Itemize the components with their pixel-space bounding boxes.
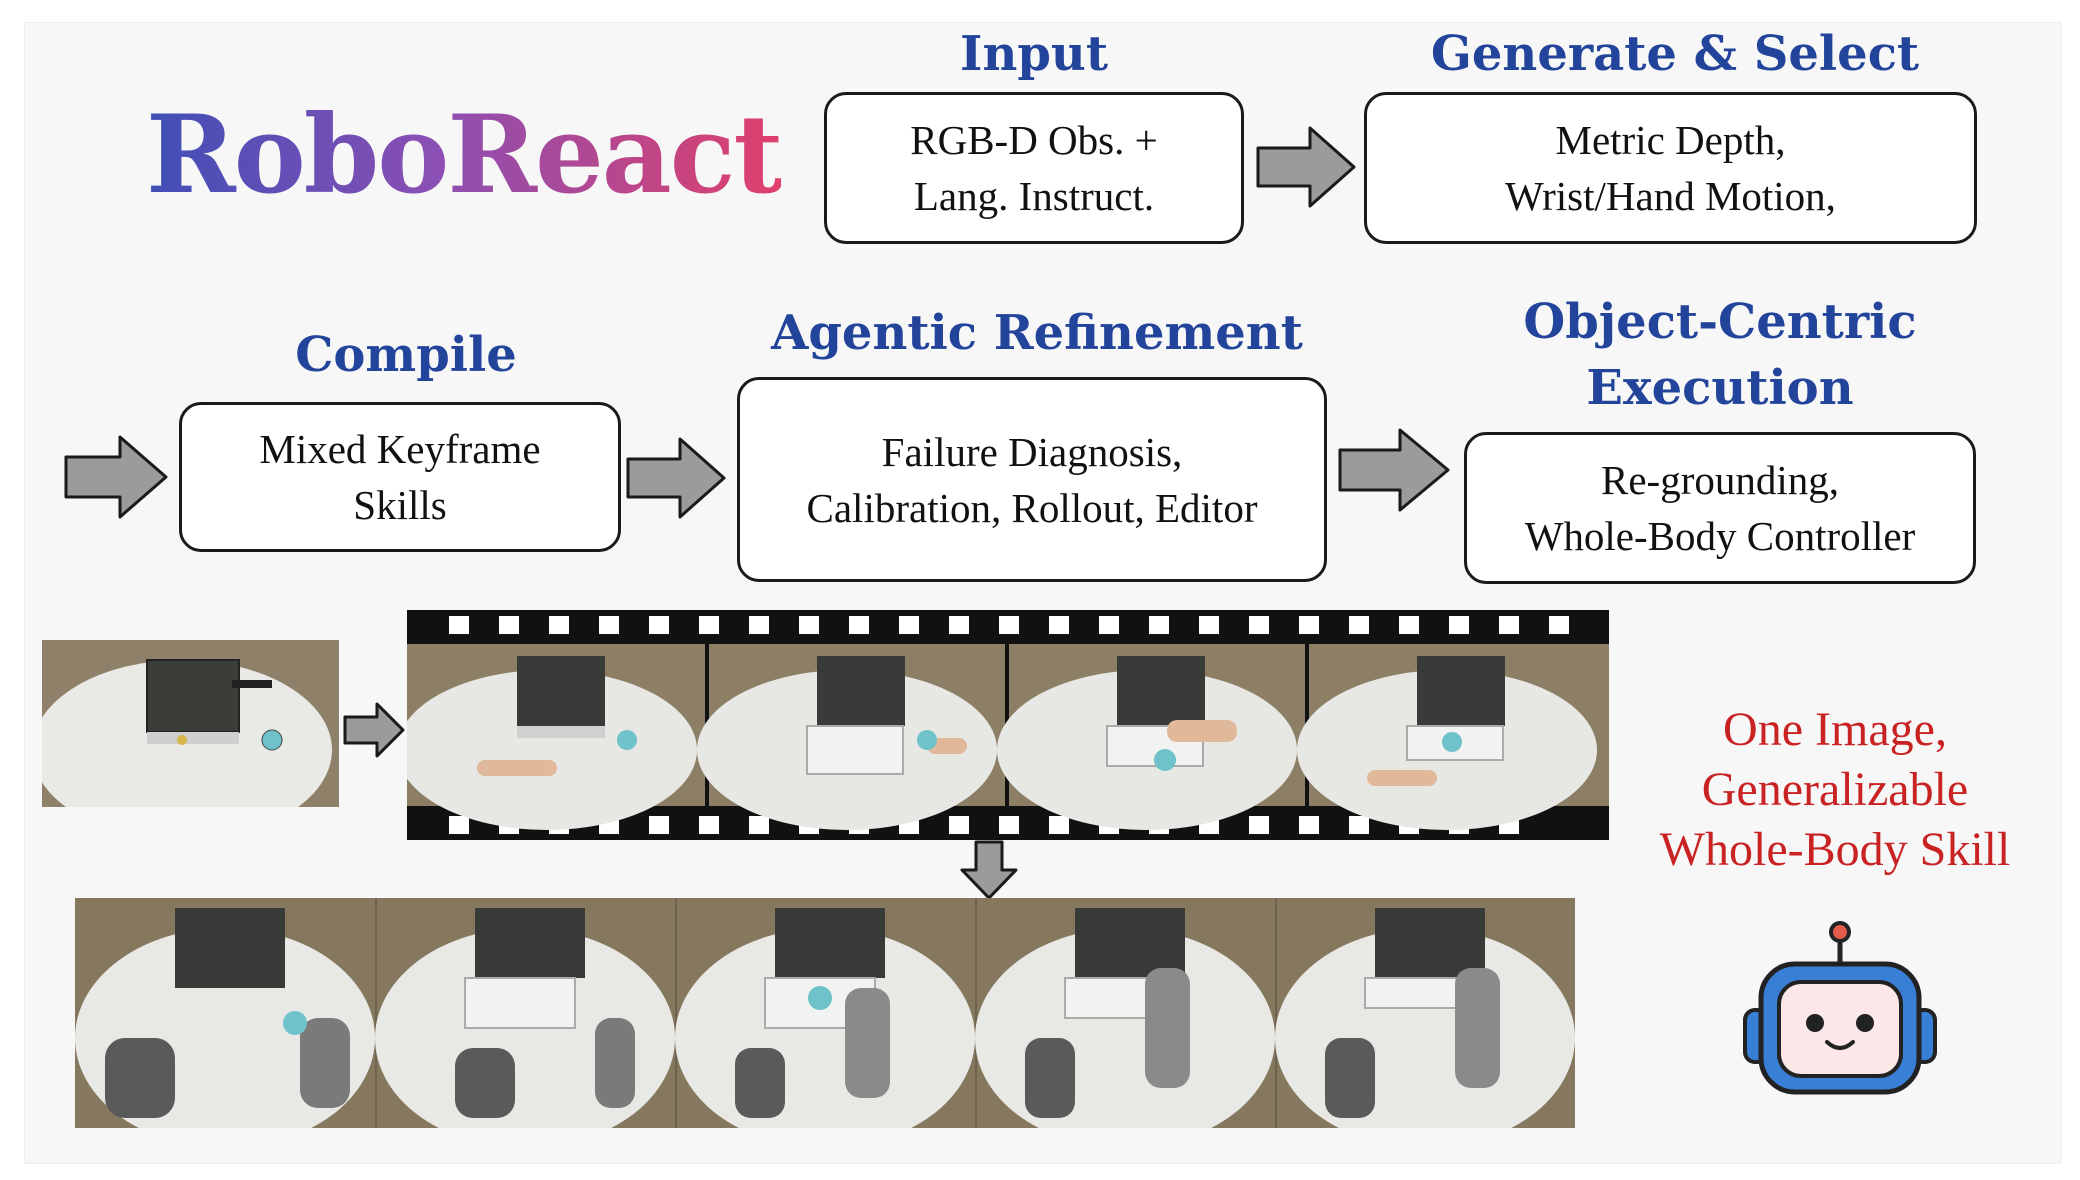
box-input-line1: RGB-D Obs. +: [910, 117, 1158, 163]
box-generate-line1: Metric Depth,: [1555, 117, 1786, 163]
heading-input: Input: [960, 26, 1108, 82]
heading-object-centric: Object-Centric: [1523, 294, 1917, 350]
box-compile: Mixed Keyframe Skills: [179, 402, 621, 552]
box-generate-select: Metric Depth, Wrist/Hand Motion,: [1364, 92, 1977, 244]
right-arrow-icon: [1256, 126, 1356, 208]
tagline-line3: Whole-Body Skill: [1659, 823, 2011, 876]
down-arrow-icon: [960, 840, 1018, 900]
heading-execution: Execution: [1586, 360, 1854, 416]
box-compile-line2: Skills: [353, 482, 447, 528]
robot-execution-strip: [75, 898, 1575, 1128]
demo-film-strip: [397, 610, 1609, 840]
right-arrow-icon: [343, 702, 405, 758]
heading-agentic-refinement: Agentic Refinement: [771, 305, 1303, 361]
heading-compile: Compile: [295, 327, 517, 383]
robot-mascot-icon: [1743, 921, 1937, 1095]
box-agentic-refinement: Failure Diagnosis, Calibration, Rollout,…: [737, 377, 1327, 582]
box-refine-line2: Calibration, Rollout, Editor: [806, 484, 1258, 531]
box-input: RGB-D Obs. + Lang. Instruct.: [824, 92, 1244, 244]
box-object-centric-execution: Re-grounding, Whole-Body Controller: [1464, 432, 1976, 584]
box-refine-line1: Failure Diagnosis,: [881, 428, 1183, 475]
box-compile-line1: Mixed Keyframe: [259, 426, 541, 472]
tagline-line1: One Image,: [1723, 703, 1947, 756]
right-arrow-icon: [626, 437, 726, 519]
right-arrow-icon: [1338, 428, 1450, 512]
box-input-line2: Lang. Instruct.: [913, 173, 1155, 219]
box-generate-line2: Wrist/Hand Motion,: [1505, 173, 1836, 219]
logo-roboreact: RoboReact: [146, 92, 783, 218]
box-execution-line2: Whole-Body Controller: [1524, 513, 1916, 559]
box-execution-line1: Re-grounding,: [1601, 457, 1839, 503]
tagline-line2: Generalizable: [1701, 763, 1969, 816]
tagline: One Image, Generalizable Whole-Body Skil…: [1600, 700, 2070, 880]
input-image: [42, 640, 339, 807]
right-arrow-icon: [64, 435, 168, 519]
heading-generate-select: Generate & Select: [1430, 26, 1920, 82]
